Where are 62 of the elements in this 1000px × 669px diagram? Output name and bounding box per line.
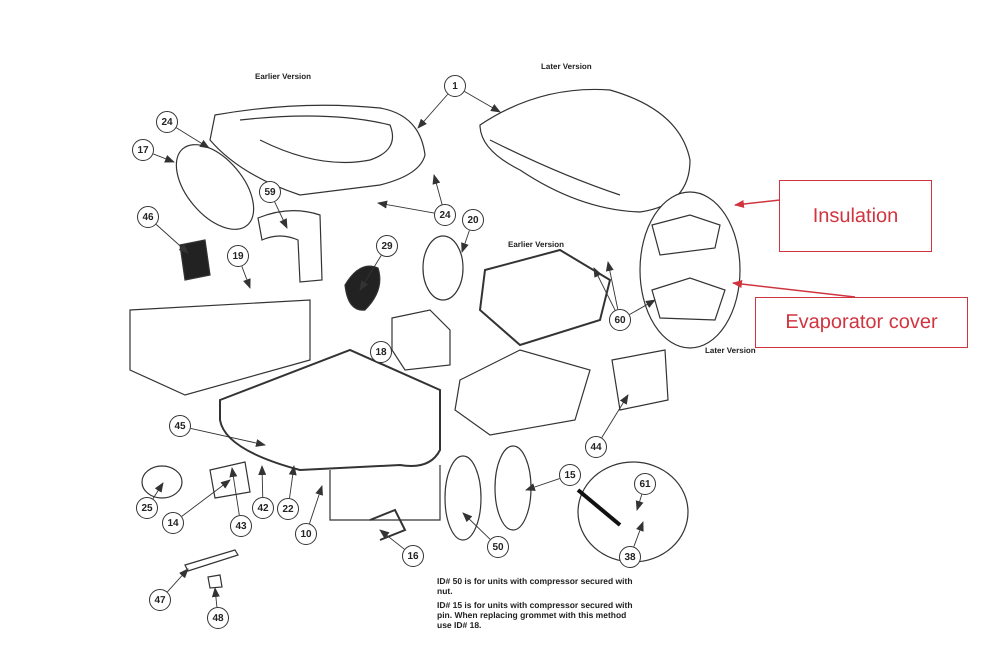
leader-line (156, 224, 189, 254)
annotation-box: Insulation (779, 180, 932, 252)
callout-number: 22 (277, 498, 299, 520)
leader-line (629, 300, 656, 315)
leader-line (274, 202, 288, 229)
leader-line (606, 261, 618, 310)
callout-number: 46 (137, 206, 159, 228)
callout-number: 50 (487, 536, 509, 558)
leader-line (190, 428, 266, 447)
leader-line (288, 465, 297, 499)
callout-number: 24 (434, 204, 456, 226)
callout-number: 60 (609, 309, 631, 331)
callout-number: 45 (169, 415, 191, 437)
callout-number: 44 (585, 436, 607, 458)
version-label: Later Version (541, 62, 592, 71)
arrow (734, 199, 780, 208)
callout-number: 43 (230, 515, 252, 537)
callout-number: 59 (259, 181, 281, 203)
version-label: Later Version (705, 346, 756, 355)
callout-number: 25 (136, 497, 158, 519)
leader-line (241, 266, 251, 289)
callout-number: 24 (156, 111, 178, 133)
leader-line (212, 587, 220, 608)
callout-number: 19 (227, 245, 249, 267)
callout-number: 29 (376, 235, 398, 257)
leader-line (309, 485, 323, 524)
annotation-box: Evaporator cover (755, 297, 968, 348)
leader-line (229, 467, 240, 516)
callout-number: 47 (149, 589, 171, 611)
callout-number: 14 (162, 512, 184, 534)
leader-line (525, 478, 560, 491)
leader-line (432, 174, 443, 205)
leader-line (166, 568, 189, 592)
leader-line (181, 479, 231, 517)
callout-number: 20 (462, 209, 484, 231)
leader-line (462, 512, 491, 540)
callout-number: 48 (207, 607, 229, 629)
note-text: ID# 15 is for units with compressor secured with pin. When replacing grommet with this method use ID# 18. (437, 601, 634, 630)
leader-line (377, 200, 435, 214)
leader-line (601, 394, 629, 438)
callout-number: 16 (402, 545, 424, 567)
leader-line (461, 230, 470, 253)
callout-number: 1 (444, 75, 466, 97)
leader-line (152, 154, 175, 162)
leader-line (417, 94, 448, 129)
leader-line (176, 127, 210, 149)
callout-number: 10 (295, 523, 317, 545)
callout-number: 15 (559, 464, 581, 486)
callout-number: 18 (370, 341, 392, 363)
leader-line (594, 267, 616, 311)
leader-line (258, 465, 266, 498)
note-text: ID# 50 is for units with compressor secured with nut. (437, 577, 634, 597)
version-label: Earlier Version (508, 240, 564, 249)
leader-line (636, 494, 644, 511)
leader-line (633, 521, 644, 548)
version-label: Earlier Version (255, 72, 312, 81)
leader-line (464, 91, 501, 112)
leader-line (379, 529, 405, 550)
callout-number: 42 (252, 497, 274, 519)
callout-number: 17 (132, 139, 154, 161)
leader-line (152, 482, 164, 500)
arrow (732, 280, 856, 298)
